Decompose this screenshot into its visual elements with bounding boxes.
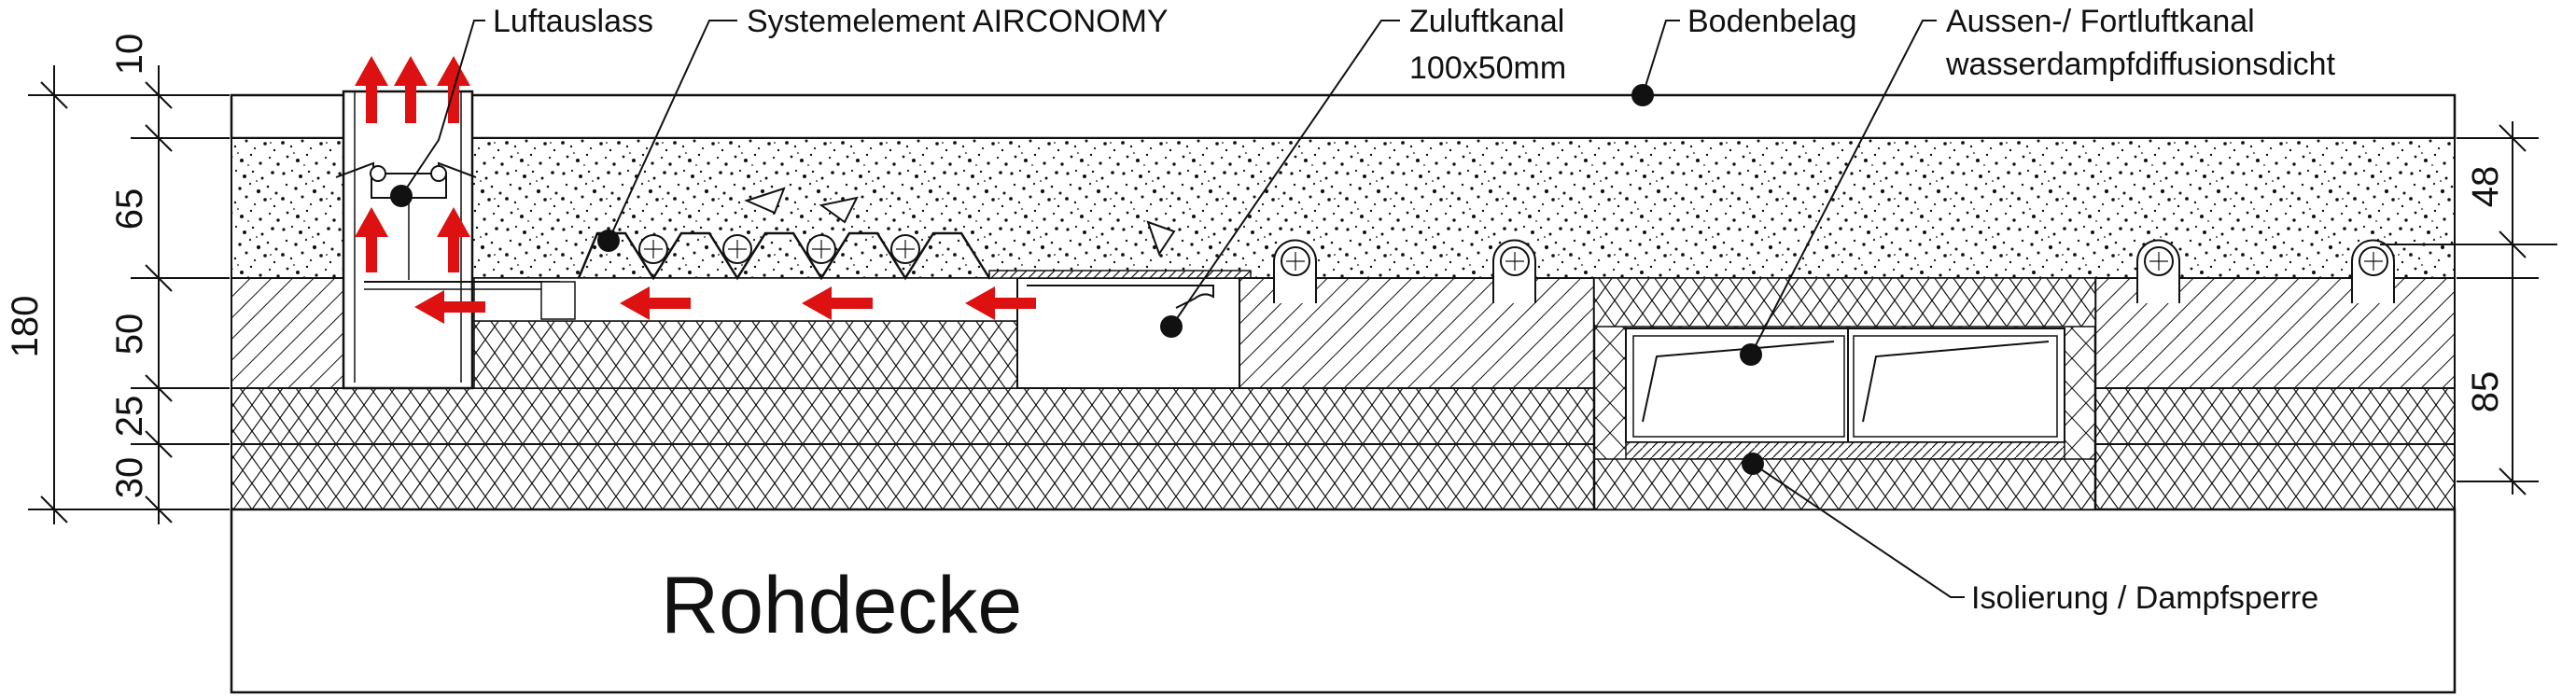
- label-bodenbelag: Bodenbelag: [1687, 4, 1857, 39]
- label-aussen-fortluftkanal: Aussen-/ Fortluftkanal: [1946, 4, 2255, 39]
- dim-50: 50: [109, 314, 150, 355]
- dim-10: 10: [109, 34, 150, 76]
- leader-dot: [1631, 84, 1654, 106]
- dim-180: 180: [5, 296, 46, 358]
- leader-dot: [1742, 453, 1764, 475]
- dim-30: 30: [109, 457, 150, 499]
- leader-dot: [1740, 343, 1762, 366]
- raw-slab: [230, 508, 2457, 694]
- dim-25: 25: [109, 396, 150, 438]
- corrugated-element: [577, 231, 1009, 281]
- leader-dot: [597, 230, 620, 252]
- floor-covering-layer: [230, 93, 2457, 140]
- label-rohdecke: Rohdecke: [661, 561, 1022, 650]
- pipe-clips: [1273, 239, 2395, 303]
- dim-85: 85: [2465, 371, 2506, 413]
- vapor-barrier: [1625, 441, 2065, 460]
- leader-dot: [1160, 315, 1183, 338]
- dim-65: 65: [109, 188, 150, 230]
- screed-layer: [231, 137, 2456, 279]
- supply-duct: [1016, 277, 1240, 389]
- label-systemelement: Systemelement AIRCONOMY: [747, 4, 1169, 39]
- label-wasserdampf: wasserdampfdiffusionsdicht: [1945, 47, 2336, 82]
- label-zuluftkanal: Zuluftkanal: [1409, 4, 1564, 39]
- label-zuluftkanal-size: 100x50mm: [1409, 50, 1566, 86]
- dim-48: 48: [2465, 166, 2506, 208]
- label-isolierung: Isolierung / Dampfsperre: [1971, 580, 2318, 616]
- airflow-arrows: [355, 56, 1036, 324]
- leader-dot: [390, 185, 413, 207]
- insulation-layer-30: [231, 443, 2456, 510]
- insulation-layer-25: [231, 387, 2456, 445]
- label-luftauslass: Luftauslass: [493, 4, 653, 39]
